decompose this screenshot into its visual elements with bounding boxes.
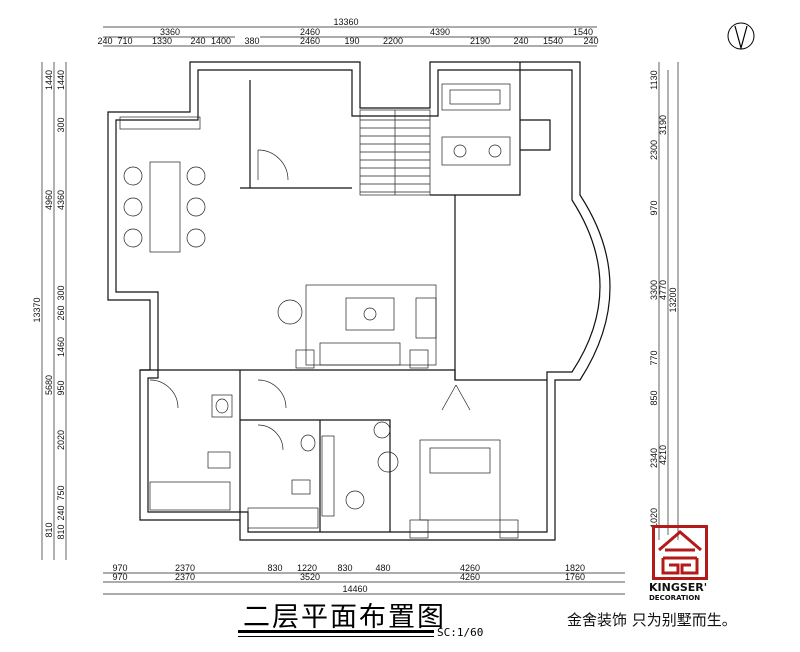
dimension-label: 240 — [513, 36, 528, 46]
dimension-label: 3520 — [300, 572, 320, 582]
dimension-label: 3360 — [160, 27, 180, 37]
dimension-label: 830 — [267, 563, 282, 573]
title-underline-thin — [238, 636, 434, 637]
dimension-label: 4960 — [44, 190, 54, 210]
dimension-label: 1540 — [543, 36, 563, 46]
dimension-label: 970 — [112, 572, 127, 582]
dimension-label: 13200 — [668, 287, 678, 312]
dimension-label: 4360 — [56, 190, 66, 210]
title-underline — [238, 630, 434, 633]
dining-table-set — [123, 161, 206, 253]
dimension-label: 1400 — [211, 36, 231, 46]
dimension-label: 810 — [56, 524, 66, 539]
dimension-label: 950 — [56, 380, 66, 395]
bathroom-fixtures — [149, 394, 335, 529]
staircase — [359, 109, 431, 196]
dimension-label: 4210 — [658, 445, 668, 465]
dimension-label: 4390 — [430, 27, 450, 37]
doors — [149, 149, 471, 451]
dimension-label: 1020 — [649, 508, 659, 528]
dimension-label: 300 — [56, 117, 66, 132]
dimension-label: 2460 — [300, 27, 320, 37]
dimension-label: 13360 — [333, 17, 358, 27]
dimension-label: 240 — [97, 36, 112, 46]
dimension-label: 2300 — [649, 140, 659, 160]
dimension-label: 240 — [56, 505, 66, 520]
dimension-label: 240 — [190, 36, 205, 46]
dimension-label: 2370 — [175, 572, 195, 582]
bed — [345, 421, 519, 539]
dimension-label: 4260 — [460, 563, 480, 573]
dimension-lines — [41, 26, 679, 595]
dimension-label: 1460 — [56, 337, 66, 357]
dimension-label: 3300 — [649, 280, 659, 300]
brand-name: KINGSER' — [649, 581, 708, 594]
dimension-label: 380 — [244, 36, 259, 46]
cabinet — [119, 116, 201, 130]
dimension-label: 1820 — [565, 563, 585, 573]
dimension-label: 970 — [649, 200, 659, 215]
dimension-label: 480 — [375, 563, 390, 573]
dimension-label: 1220 — [297, 563, 317, 573]
dimension-label: 710 — [117, 36, 132, 46]
dimension-label: 770 — [649, 350, 659, 365]
dimension-label: 2190 — [470, 36, 490, 46]
treadmill — [441, 83, 511, 111]
partitions — [140, 62, 551, 532]
dimension-label: 13370 — [32, 297, 42, 322]
dimension-label: 1540 — [573, 27, 593, 37]
dimension-label: 1440 — [56, 70, 66, 90]
dimension-label: 1760 — [565, 572, 585, 582]
dimension-label: 190 — [344, 36, 359, 46]
dimension-label: 2200 — [383, 36, 403, 46]
drawing-title: 二层平面布置图 — [243, 602, 446, 633]
dimension-label: 240 — [583, 36, 598, 46]
brand-subtitle: DECORATION — [649, 594, 701, 602]
drawing-scale: SC:1/60 — [437, 626, 484, 639]
dimension-label: 2340 — [649, 448, 659, 468]
dimension-label: 1330 — [152, 36, 172, 46]
dimension-label: 2020 — [56, 430, 66, 450]
dimension-label: 5680 — [44, 375, 54, 395]
dimension-label: 3190 — [658, 115, 668, 135]
dimension-label: 1130 — [649, 70, 659, 89]
brand-slogan: 金舍装饰 只为别墅而生。 — [567, 611, 737, 629]
dimension-label: 1440 — [44, 70, 54, 90]
dimension-label: 14460 — [342, 584, 367, 594]
dimension-label: 830 — [337, 563, 352, 573]
dimension-label: 300 — [56, 285, 66, 300]
dimension-label: 970 — [112, 563, 127, 573]
kingser-logo — [652, 525, 708, 580]
dimension-label: 4260 — [460, 572, 480, 582]
north-arrow-icon — [727, 22, 755, 51]
dimension-label: 750 — [56, 485, 66, 500]
exercise-bike — [441, 136, 511, 166]
dimension-label: 4770 — [658, 280, 668, 300]
dimension-label: 2370 — [175, 563, 195, 573]
dimension-label: 850 — [649, 390, 659, 405]
exterior-wall — [107, 61, 611, 541]
interior-wall-line — [115, 69, 601, 533]
dimension-label: 260 — [56, 305, 66, 320]
dimension-label: 810 — [44, 522, 54, 537]
dimension-label: 2460 — [300, 36, 320, 46]
living-room-set — [277, 284, 437, 369]
